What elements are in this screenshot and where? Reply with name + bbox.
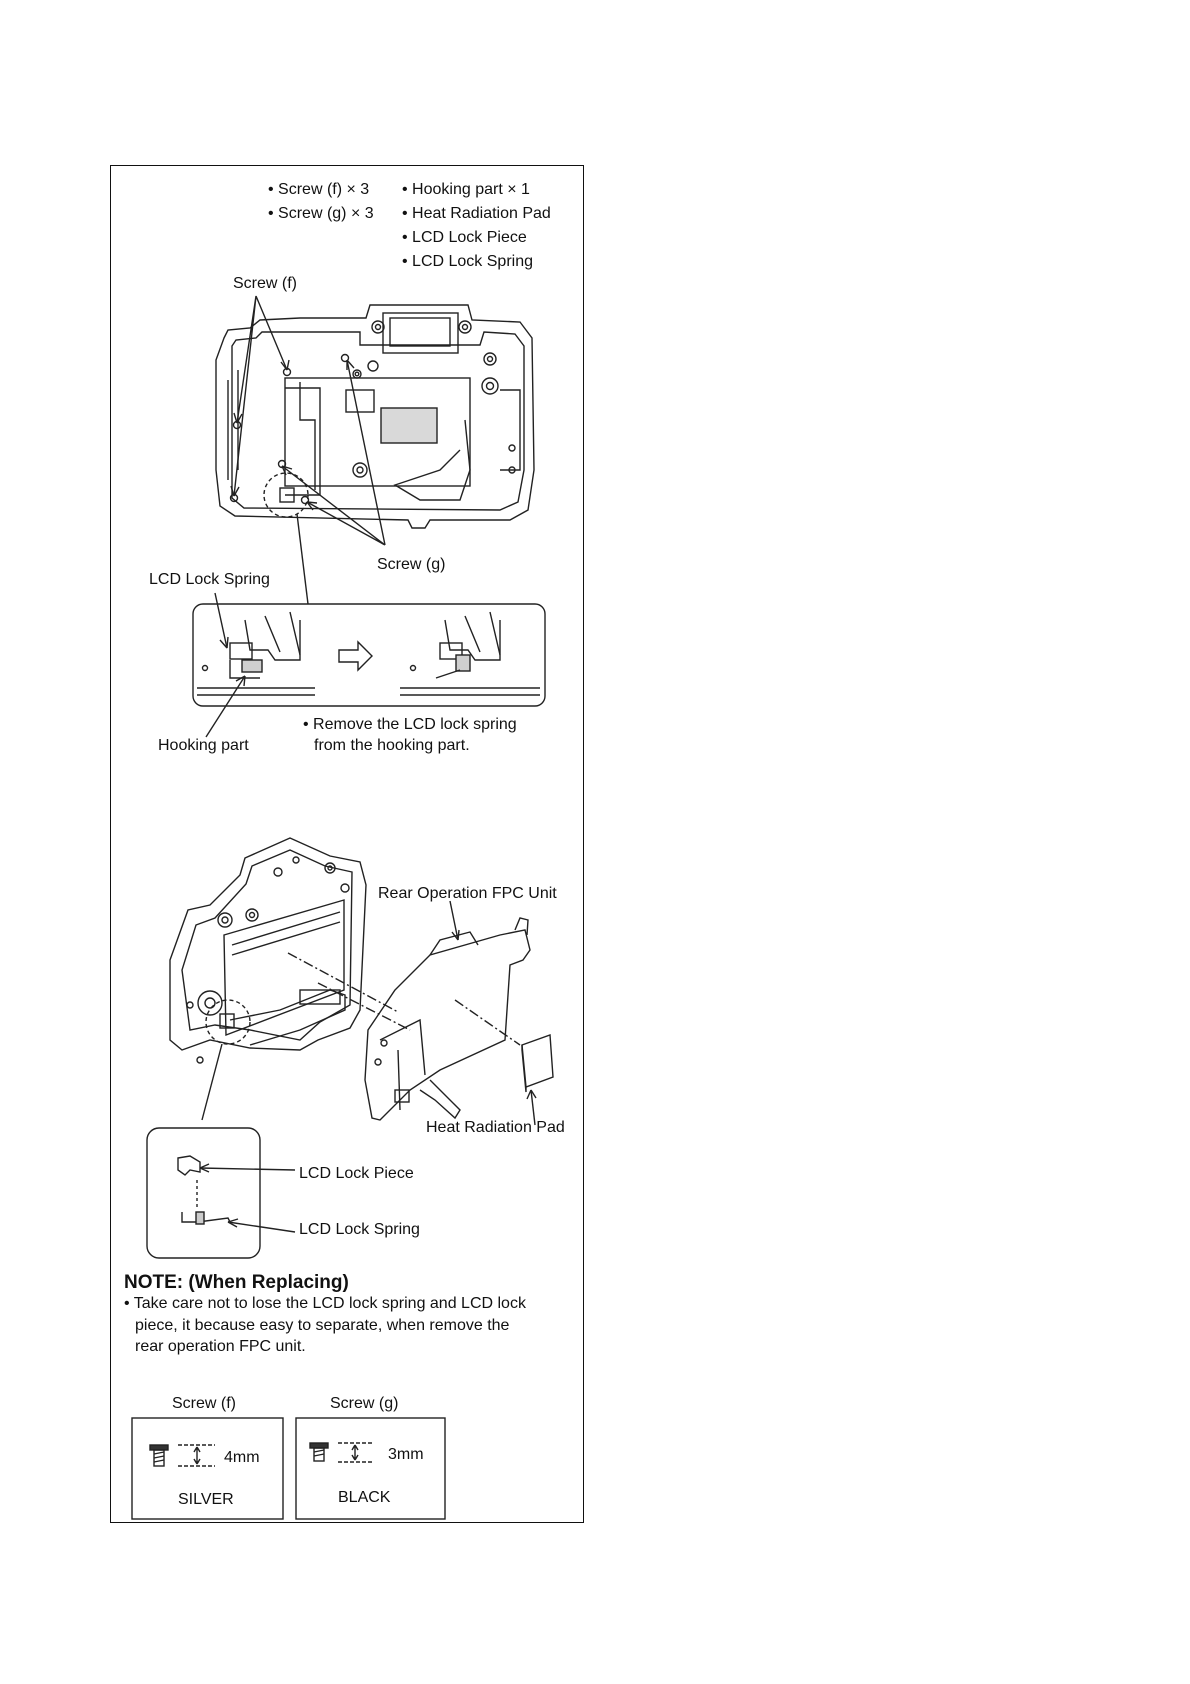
screw-f-leader <box>233 295 288 497</box>
fpc-unit <box>364 929 531 1121</box>
screw-f-box <box>131 1417 284 1520</box>
screw-g-icon <box>309 1442 329 1462</box>
parts-list-heat-pad: • Heat Radiation Pad <box>402 205 551 222</box>
screw-f-callout: Screw (f) <box>233 275 297 292</box>
parts-list-screw-f: • Screw (f) × 3 <box>268 181 370 198</box>
frame-outline <box>169 837 367 1051</box>
parts-list-hooking-part: • Hooking part × 1 <box>402 181 530 198</box>
lock-spring-detail-panel <box>192 603 546 707</box>
parts-list-lcd-lock-spring: • LCD Lock Spring <box>402 253 533 270</box>
note-line-1: • Take care not to lose the LCD lock spr… <box>124 1295 526 1312</box>
screw-g-color: BLACK <box>338 1489 391 1506</box>
lcd-lock-piece-callout: LCD Lock Piece <box>299 1165 414 1182</box>
procedure-frame <box>110 165 584 1523</box>
rear-fpc-callout: Rear Operation FPC Unit <box>378 885 557 902</box>
boss-left-top <box>371 320 385 334</box>
screw-g-hole-2 <box>300 495 310 505</box>
screw-g-hole-3 <box>340 353 350 363</box>
note-title: NOTE: (When Replacing) <box>124 1272 349 1293</box>
note-line-2: piece, it because easy to separate, when… <box>135 1317 510 1334</box>
hooking-part-callout: Hooking part <box>158 737 249 754</box>
heat-pad-callout: Heat Radiation Pad <box>426 1119 565 1136</box>
screw-g-length: 3mm <box>388 1446 424 1463</box>
chassis-outline <box>215 304 535 529</box>
screw-f-icon <box>149 1444 169 1467</box>
lock-detail-circle <box>205 999 251 1045</box>
screw-g-box <box>295 1417 446 1520</box>
screw-f-length: 4mm <box>224 1449 260 1466</box>
screw-g-leader <box>281 359 386 546</box>
lcd-lock-spring-callout: LCD Lock Spring <box>149 571 270 588</box>
screw-f-table-label: Screw (f) <box>172 1395 236 1412</box>
parts-list-lcd-lock-piece: • LCD Lock Piece <box>402 229 527 246</box>
lock-piece-part <box>177 1155 201 1176</box>
parts-list-screw-g: • Screw (g) × 3 <box>268 205 374 222</box>
screw-g-table-label: Screw (g) <box>330 1395 399 1412</box>
instruction-line-2: from the hooking part. <box>314 737 470 754</box>
screw-g-callout: Screw (g) <box>377 556 446 573</box>
lock-piece-detail-panel <box>146 1127 261 1259</box>
instruction-line-1: • Remove the LCD lock spring <box>303 716 517 733</box>
detail-circle <box>263 472 309 518</box>
screw-f-color: SILVER <box>178 1491 234 1508</box>
note-line-3: rear operation FPC unit. <box>135 1338 306 1355</box>
direction-arrow <box>338 640 373 672</box>
lcd-lock-spring-callout-2: LCD Lock Spring <box>299 1221 420 1238</box>
